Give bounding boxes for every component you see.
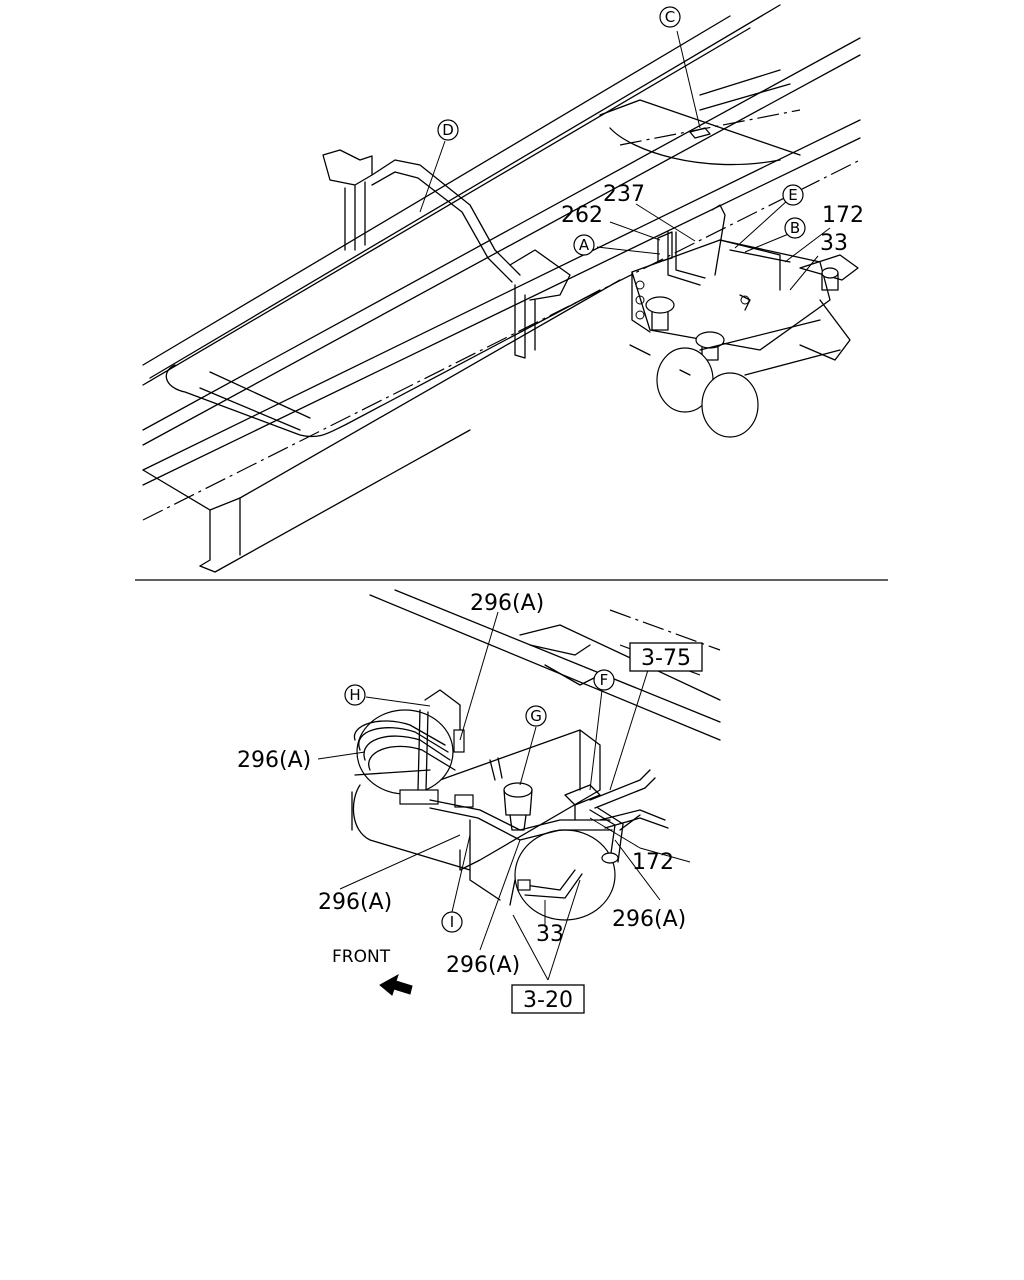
svg-text:F: F [600,671,609,689]
label-172-top: 172 [822,203,864,228]
callout-i: I [441,911,463,933]
callout-a: A [573,234,595,256]
ref-box-3-75: 3-75 [629,642,703,672]
label-172-bottom: 172 [632,850,674,875]
callout-e: E [782,184,804,206]
label-296a-bottom: 296(A) [446,953,520,978]
callout-g: G [525,705,547,727]
svg-text:A: A [579,236,590,254]
callout-b: B [784,217,806,239]
callout-c: C [659,6,681,28]
svg-text:3-75: 3-75 [641,646,691,671]
svg-text:G: G [530,707,542,725]
svg-text:I: I [450,913,454,931]
callout-h: H [344,684,366,706]
air-tank-assembly-upper [629,204,859,438]
label-296a-lower-left: 296(A) [318,890,392,915]
callout-d: D [437,119,459,141]
svg-text:H: H [349,686,360,704]
label-262: 262 [561,203,603,228]
svg-text:C: C [665,8,675,26]
svg-text:E: E [788,186,797,204]
label-296a-top: 296(A) [470,591,544,616]
label-296a-right: 296(A) [612,907,686,932]
ref-box-3-20: 3-20 [511,984,585,1014]
front-label: FRONT [332,947,391,967]
leader-lines [317,30,831,981]
label-33-bottom: 33 [536,922,564,947]
label-237: 237 [603,182,645,207]
svg-text:B: B [790,219,800,237]
upper-view [142,4,861,573]
callout-f: F [593,669,615,691]
svg-text:3-20: 3-20 [523,988,573,1013]
label-296a-left: 296(A) [237,748,311,773]
lower-view [351,589,721,921]
front-arrow-icon [379,973,413,996]
svg-text:D: D [442,121,454,139]
label-33-top: 33 [820,231,848,256]
